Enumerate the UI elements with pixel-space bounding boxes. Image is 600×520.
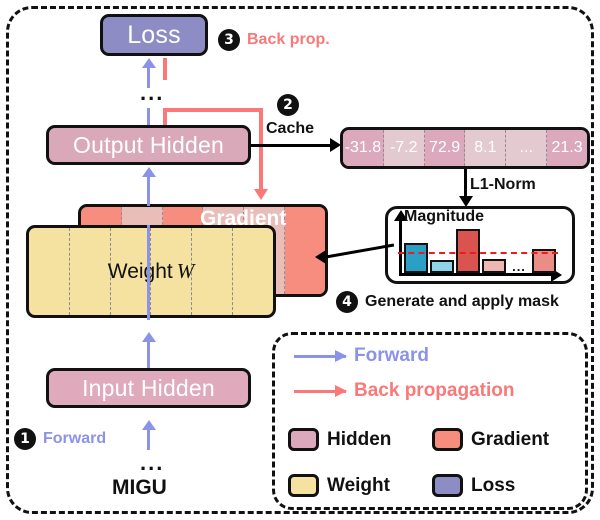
cache-arrow-shaft	[251, 144, 333, 147]
chart-bar	[482, 259, 506, 273]
apply-mask-arrow	[315, 243, 395, 267]
legend-backprop-label: Back propagation	[354, 380, 515, 401]
cache-cell: -7.2	[383, 130, 425, 166]
weight-column	[29, 228, 70, 315]
backprop-line-upper	[163, 108, 167, 126]
l1norm-arrow-shaft	[464, 169, 467, 201]
backprop-stub-from-loss	[163, 58, 167, 80]
chart-bar	[456, 229, 480, 273]
forward-line-through-gradient	[147, 190, 150, 206]
legend-gradient-swatch	[432, 428, 463, 451]
backprop-line-down-to-gradient	[259, 108, 263, 190]
legend-weight-row: Weight	[288, 474, 390, 497]
loss-node: Loss	[100, 14, 208, 56]
ellipsis-lower: ...	[140, 450, 165, 475]
weight-column	[70, 228, 111, 315]
weight-column	[111, 228, 152, 315]
chart-x-axis	[399, 273, 554, 276]
backprop-arrow-head-gradient	[254, 189, 268, 200]
chart-plot-area: ...	[398, 226, 558, 276]
weight-matrix	[26, 225, 276, 318]
legend-weight-swatch	[288, 474, 319, 497]
apply-mask-arrow-shaft	[322, 243, 395, 259]
chart-title: Magnitude	[404, 208, 484, 225]
output-hidden-label: Output Hidden	[73, 131, 224, 158]
chart-bars: ...	[404, 226, 556, 273]
cache-cell: 8.1	[465, 130, 507, 166]
legend-hidden-swatch	[288, 428, 319, 451]
legend-weight-label: Weight	[327, 474, 390, 496]
cache-cell: 72.9	[424, 130, 466, 166]
step-3-label: Back prop.	[247, 31, 330, 48]
weight-column	[192, 228, 234, 315]
chart-bar-ellipsis: ...	[508, 259, 530, 273]
forward-line-through-weight	[147, 225, 150, 320]
cache-array: -31.8 -7.2 72.9 8.1 ... 21.3	[340, 127, 590, 169]
step-4-badge: 4	[336, 291, 358, 313]
chart-bar	[532, 249, 556, 273]
step-3-marker: 3 Back prop.	[218, 29, 330, 51]
input-hidden-node: Input Hidden	[46, 368, 251, 408]
forward-arrow-to-input-shaft	[147, 428, 150, 450]
forward-arrow-input-to-weight-shaft	[147, 340, 150, 368]
chart-threshold-line	[398, 252, 558, 254]
step-1-badge: 1	[14, 428, 36, 450]
forward-arrow-to-loss-shaft	[147, 66, 150, 88]
forward-arrow-input-to-weight-head	[142, 332, 156, 342]
legend-loss-label: Loss	[471, 474, 516, 496]
forward-line-upper	[147, 108, 150, 126]
legend-forward-arrowhead	[335, 349, 347, 362]
input-hidden-label: Input Hidden	[82, 374, 215, 401]
legend-gradient-label: Gradient	[471, 428, 550, 450]
step-1-label: Forward	[43, 430, 107, 447]
step-2-label: Cache	[266, 120, 315, 137]
legend-hidden-row: Hidden	[288, 428, 391, 451]
l1norm-arrow-head	[459, 196, 473, 207]
legend-hidden-label: Hidden	[327, 428, 392, 450]
cache-cell: -31.8	[343, 130, 384, 166]
legend-forward-row: Forward	[294, 345, 429, 367]
step-2-badge: 2	[277, 94, 299, 116]
weight-symbol: W	[176, 259, 195, 283]
step-1-marker: 1 Forward	[14, 428, 106, 450]
page-title: MIGU	[112, 476, 167, 499]
outer-dashed-frame	[6, 6, 594, 514]
cache-cell: ...	[506, 130, 548, 166]
chart-y-axis	[399, 216, 402, 276]
forward-arrow-to-output-head	[142, 167, 156, 177]
legend-gradient-row: Gradient	[432, 428, 549, 451]
forward-arrow-to-input-head	[142, 420, 156, 430]
weight-column	[151, 228, 193, 315]
cache-arrow-head	[330, 138, 341, 152]
step-3-badge: 3	[218, 29, 240, 51]
step-4-label: Generate and apply mask	[365, 293, 559, 310]
l1-norm-label: L1-Norm	[470, 176, 536, 193]
ellipsis-upper: ...	[140, 80, 165, 105]
chart-bar	[404, 243, 428, 273]
backprop-line-horizontal	[163, 108, 263, 112]
legend-backprop-line	[294, 384, 347, 397]
loss-label: Loss	[127, 20, 181, 49]
legend-forward-label: Forward	[354, 345, 429, 366]
chart-x-axis-head	[551, 268, 562, 282]
gradient-label: Gradient	[200, 207, 287, 230]
apply-mask-arrow-head	[315, 250, 326, 264]
step-4-marker: 4 Generate and apply mask	[336, 291, 559, 313]
legend-backprop-arrowhead	[335, 384, 347, 397]
legend-forward-line	[294, 349, 347, 362]
legend-panel	[272, 332, 588, 510]
legend-backprop-row: Back propagation	[294, 380, 514, 402]
weight-label: Weight	[107, 259, 173, 283]
forward-arrow-to-loss-head	[142, 58, 156, 68]
output-hidden-node: Output Hidden	[46, 125, 251, 165]
cache-cell: 21.3	[547, 130, 587, 166]
legend-loss-row: Loss	[432, 474, 515, 497]
chart-ellipsis-label: ...	[512, 259, 526, 274]
forward-arrow-to-output-shaft	[147, 175, 150, 203]
chart-bar	[430, 260, 454, 273]
legend-loss-swatch	[432, 474, 463, 497]
